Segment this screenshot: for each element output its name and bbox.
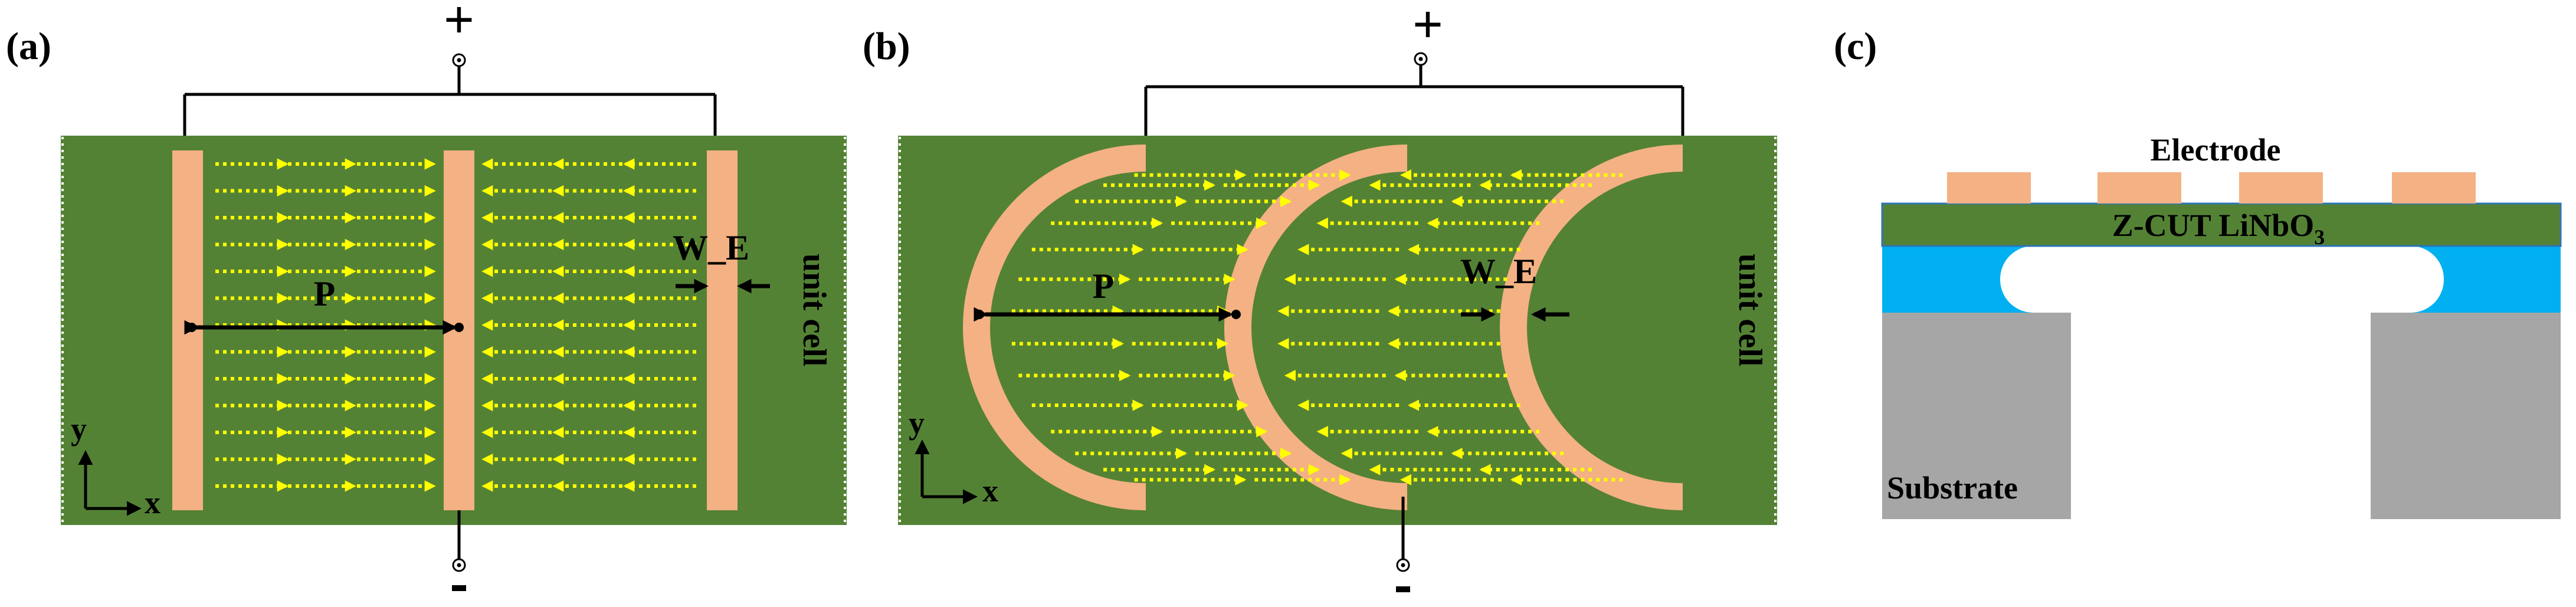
panel-b-plus-terminal-icon bbox=[1414, 52, 1428, 66]
panel-b-minus-sign bbox=[1396, 586, 1410, 592]
panel-a-electrode-left bbox=[172, 150, 203, 510]
panel-a-minus-terminal-icon bbox=[452, 558, 466, 572]
panel-b-label: (b) bbox=[863, 25, 910, 68]
panel-b-unit-cell-label: unit cell bbox=[1732, 254, 1768, 366]
panel-c-electrode-3 bbox=[2239, 172, 2323, 204]
panel-c-substrate-label: Substrate bbox=[1887, 470, 2018, 506]
panel-a-pitch-dimension bbox=[184, 320, 464, 335]
panel-b-arc-electrode-right bbox=[1500, 145, 1683, 510]
panel-a-axis-x-label: x bbox=[145, 485, 160, 520]
panel-c-film-subscript: 3 bbox=[2314, 225, 2325, 249]
panel-c-electrode-4 bbox=[2392, 172, 2476, 204]
panel-c-electrode-label: Electrode bbox=[2151, 132, 2281, 168]
panel-b-axes-icon bbox=[915, 439, 978, 504]
panel-c-electrode-1 bbox=[1947, 172, 2031, 204]
panel-a-unit-cell-label: unit cell bbox=[796, 254, 833, 366]
panel-c-electrode-2 bbox=[2097, 172, 2181, 204]
panel-a-field-lines bbox=[215, 158, 696, 492]
panel-b-pitch-dimension bbox=[974, 307, 1241, 322]
panel-b: (b) + P W_E bbox=[863, 0, 1777, 592]
panel-c-film-main: Z-CUT LiNbO bbox=[2112, 208, 2315, 243]
panel-c: (c) Electrode Z-CUT LiNbO3 Substrate bbox=[1834, 25, 2562, 520]
panel-c-substrate-left bbox=[1882, 313, 2071, 519]
panel-c-substrate-right bbox=[2371, 313, 2561, 519]
panel-a-plus-terminal-icon bbox=[452, 53, 466, 67]
panel-b-width-label: W_E bbox=[1460, 252, 1537, 291]
panel-a-minus-sign bbox=[452, 585, 466, 591]
panel-b-plus-sign: + bbox=[1412, 0, 1443, 54]
panel-b-axis-y-label: y bbox=[909, 405, 925, 441]
panel-a-width-label: W_E bbox=[673, 228, 749, 267]
panel-c-linbo3-film bbox=[1881, 202, 2562, 247]
panel-c-cavity bbox=[2000, 246, 2444, 313]
panel-a-electrode-right bbox=[707, 150, 738, 510]
panel-c-cavity-opening bbox=[2071, 277, 2371, 520]
panel-c-label: (c) bbox=[1834, 25, 1877, 68]
panel-a-axes-icon bbox=[78, 450, 142, 516]
panel-b-axis-x-label: x bbox=[982, 473, 998, 508]
panel-a-label: (a) bbox=[6, 25, 51, 68]
panel-b-minus-terminal-icon bbox=[1396, 558, 1410, 572]
panel-c-film-label: Z-CUT LiNbO3 bbox=[2112, 208, 2325, 249]
panel-a: (a) + bbox=[6, 0, 847, 591]
panel-b-pitch-label: P bbox=[1093, 267, 1115, 306]
panel-b-arc-electrode-center bbox=[1224, 145, 1408, 510]
panel-a-pitch-label: P bbox=[314, 274, 336, 313]
panel-a-axis-y-label: y bbox=[71, 411, 87, 447]
panel-b-arc-electrode-left bbox=[963, 145, 1146, 510]
panel-a-plus-sign: + bbox=[444, 0, 474, 50]
